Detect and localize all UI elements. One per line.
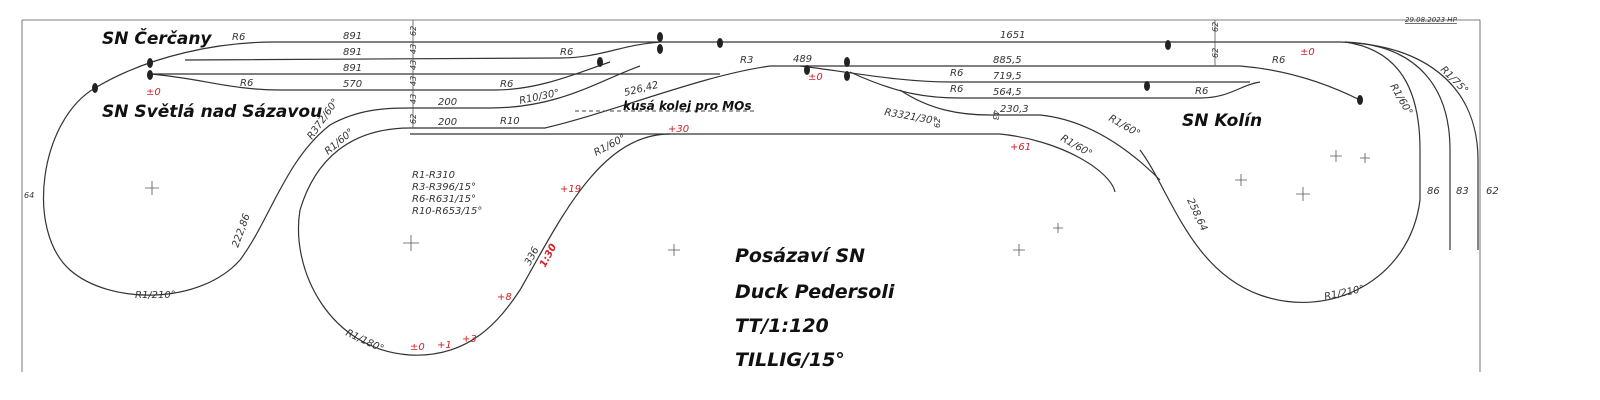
dimension-label: 43	[409, 94, 418, 104]
title-block: Posázaví SN Duck Pedersoli TT/1:120 TILL…	[735, 245, 895, 371]
title-line: Posázaví SN	[735, 245, 865, 267]
dimension-label: 62	[1211, 22, 1220, 32]
dimension-label: 891	[343, 31, 362, 42]
grade-label: 1:30	[538, 242, 559, 269]
dimension-label: 62	[1486, 186, 1499, 197]
dimension-label: 43	[409, 44, 418, 54]
dimension-label: 43	[409, 60, 418, 70]
legend-item: R3-R396/15°	[412, 182, 476, 193]
track-label: R10	[500, 116, 520, 127]
elevation-label: ±0	[410, 342, 425, 353]
dimension-label: 62	[409, 26, 418, 36]
track-label: R6	[560, 47, 573, 58]
dimension-label: 200	[438, 117, 457, 128]
track-label: R1/60°	[1107, 113, 1142, 140]
elevation-label: ±0	[808, 72, 823, 83]
dimension-label: 230,3	[1000, 104, 1029, 115]
station-cercany: SN Čerčany	[102, 27, 212, 49]
track-label: R6	[240, 78, 253, 89]
track-label: R6	[1195, 86, 1208, 97]
legend-item: R10-R653/15°	[412, 206, 482, 217]
elevation-label: +8	[497, 292, 512, 303]
dimension-label: 222,86	[230, 212, 252, 249]
dimension-label: 489	[793, 54, 812, 65]
track-label: R1/210°	[135, 290, 176, 301]
dimension-label: 83	[1456, 186, 1469, 197]
track-label: R1/75°	[1438, 64, 1470, 96]
track-label: R1/180°	[344, 328, 386, 355]
track-label: R10/30°	[518, 88, 560, 107]
track-label: R6	[500, 79, 513, 90]
dimension-label: 891	[343, 63, 362, 74]
dimension-label: 564,5	[993, 87, 1022, 98]
elevation-label: ±0	[1300, 47, 1315, 58]
elevation-labels: ±0 ±0 ±0 ±0 +1 +3 +8 +19 +30 +61 1:30	[146, 47, 1315, 353]
left-station-tracks	[94, 20, 1361, 193]
dimension-label: 64	[24, 191, 34, 200]
dimension-label: 86	[1427, 186, 1440, 197]
track-label: R1/60°	[1387, 82, 1414, 117]
elevation-label: +30	[668, 124, 689, 135]
track-label: R6	[950, 68, 963, 79]
dimension-label: 258,64	[1184, 197, 1209, 233]
track-label: R6	[1272, 55, 1285, 66]
title-line: TILLIG/15°	[735, 349, 845, 371]
dimension-label: 200	[438, 97, 457, 108]
track-label: R6	[950, 84, 963, 95]
dimension-label: 719,5	[993, 71, 1022, 82]
drawing-frame	[21, 19, 1481, 372]
elevation-label: +3	[462, 334, 477, 345]
dimension-label: 62	[1211, 48, 1220, 58]
radius-legend: R1-R310 R3-R396/15° R6-R631/15° R10-R653…	[412, 170, 482, 217]
dimension-label: 62	[409, 114, 418, 124]
elevation-label: +61	[1010, 142, 1031, 153]
elevation-label: +19	[560, 184, 581, 195]
title-line: TT/1:120	[735, 315, 829, 337]
elevation-label: ±0	[146, 87, 161, 98]
track-label: R1/60°	[592, 133, 628, 159]
legend-item: R6-R631/15°	[412, 194, 476, 205]
dimension-label: 1651	[1000, 30, 1025, 41]
date-stamp: 29.08.2023 HP	[1405, 16, 1458, 24]
title-line: Duck Pedersoli	[735, 281, 895, 303]
track-label: R6	[232, 32, 245, 43]
station-svetla: SN Světlá nad Sázavou	[102, 102, 322, 122]
spur-note: kusá kolej pro MOs	[623, 99, 752, 113]
dimension-label: 43	[409, 76, 418, 86]
track-label: R3321/30°	[883, 107, 938, 127]
elevation-label: +1	[437, 340, 452, 351]
center-marks	[145, 150, 1370, 256]
dimension-label: 885,5	[993, 55, 1022, 66]
signal-markers	[92, 32, 1363, 105]
dimension-label: 570	[343, 79, 362, 90]
track-label: R3	[740, 55, 753, 66]
station-kolin: SN Kolín	[1182, 111, 1262, 131]
dimension-label: 891	[343, 47, 362, 58]
track-labels: R6 R6 R6 R6 R10/30° R10 R3 R6 R6 R6 R6 R…	[135, 32, 1470, 355]
legend-item: R1-R310	[412, 170, 455, 181]
dimension-label: 43	[991, 110, 1000, 120]
track-loops	[43, 41, 1479, 356]
dimension-label: 62	[933, 118, 942, 128]
track-label: R1/210°	[1323, 284, 1365, 303]
